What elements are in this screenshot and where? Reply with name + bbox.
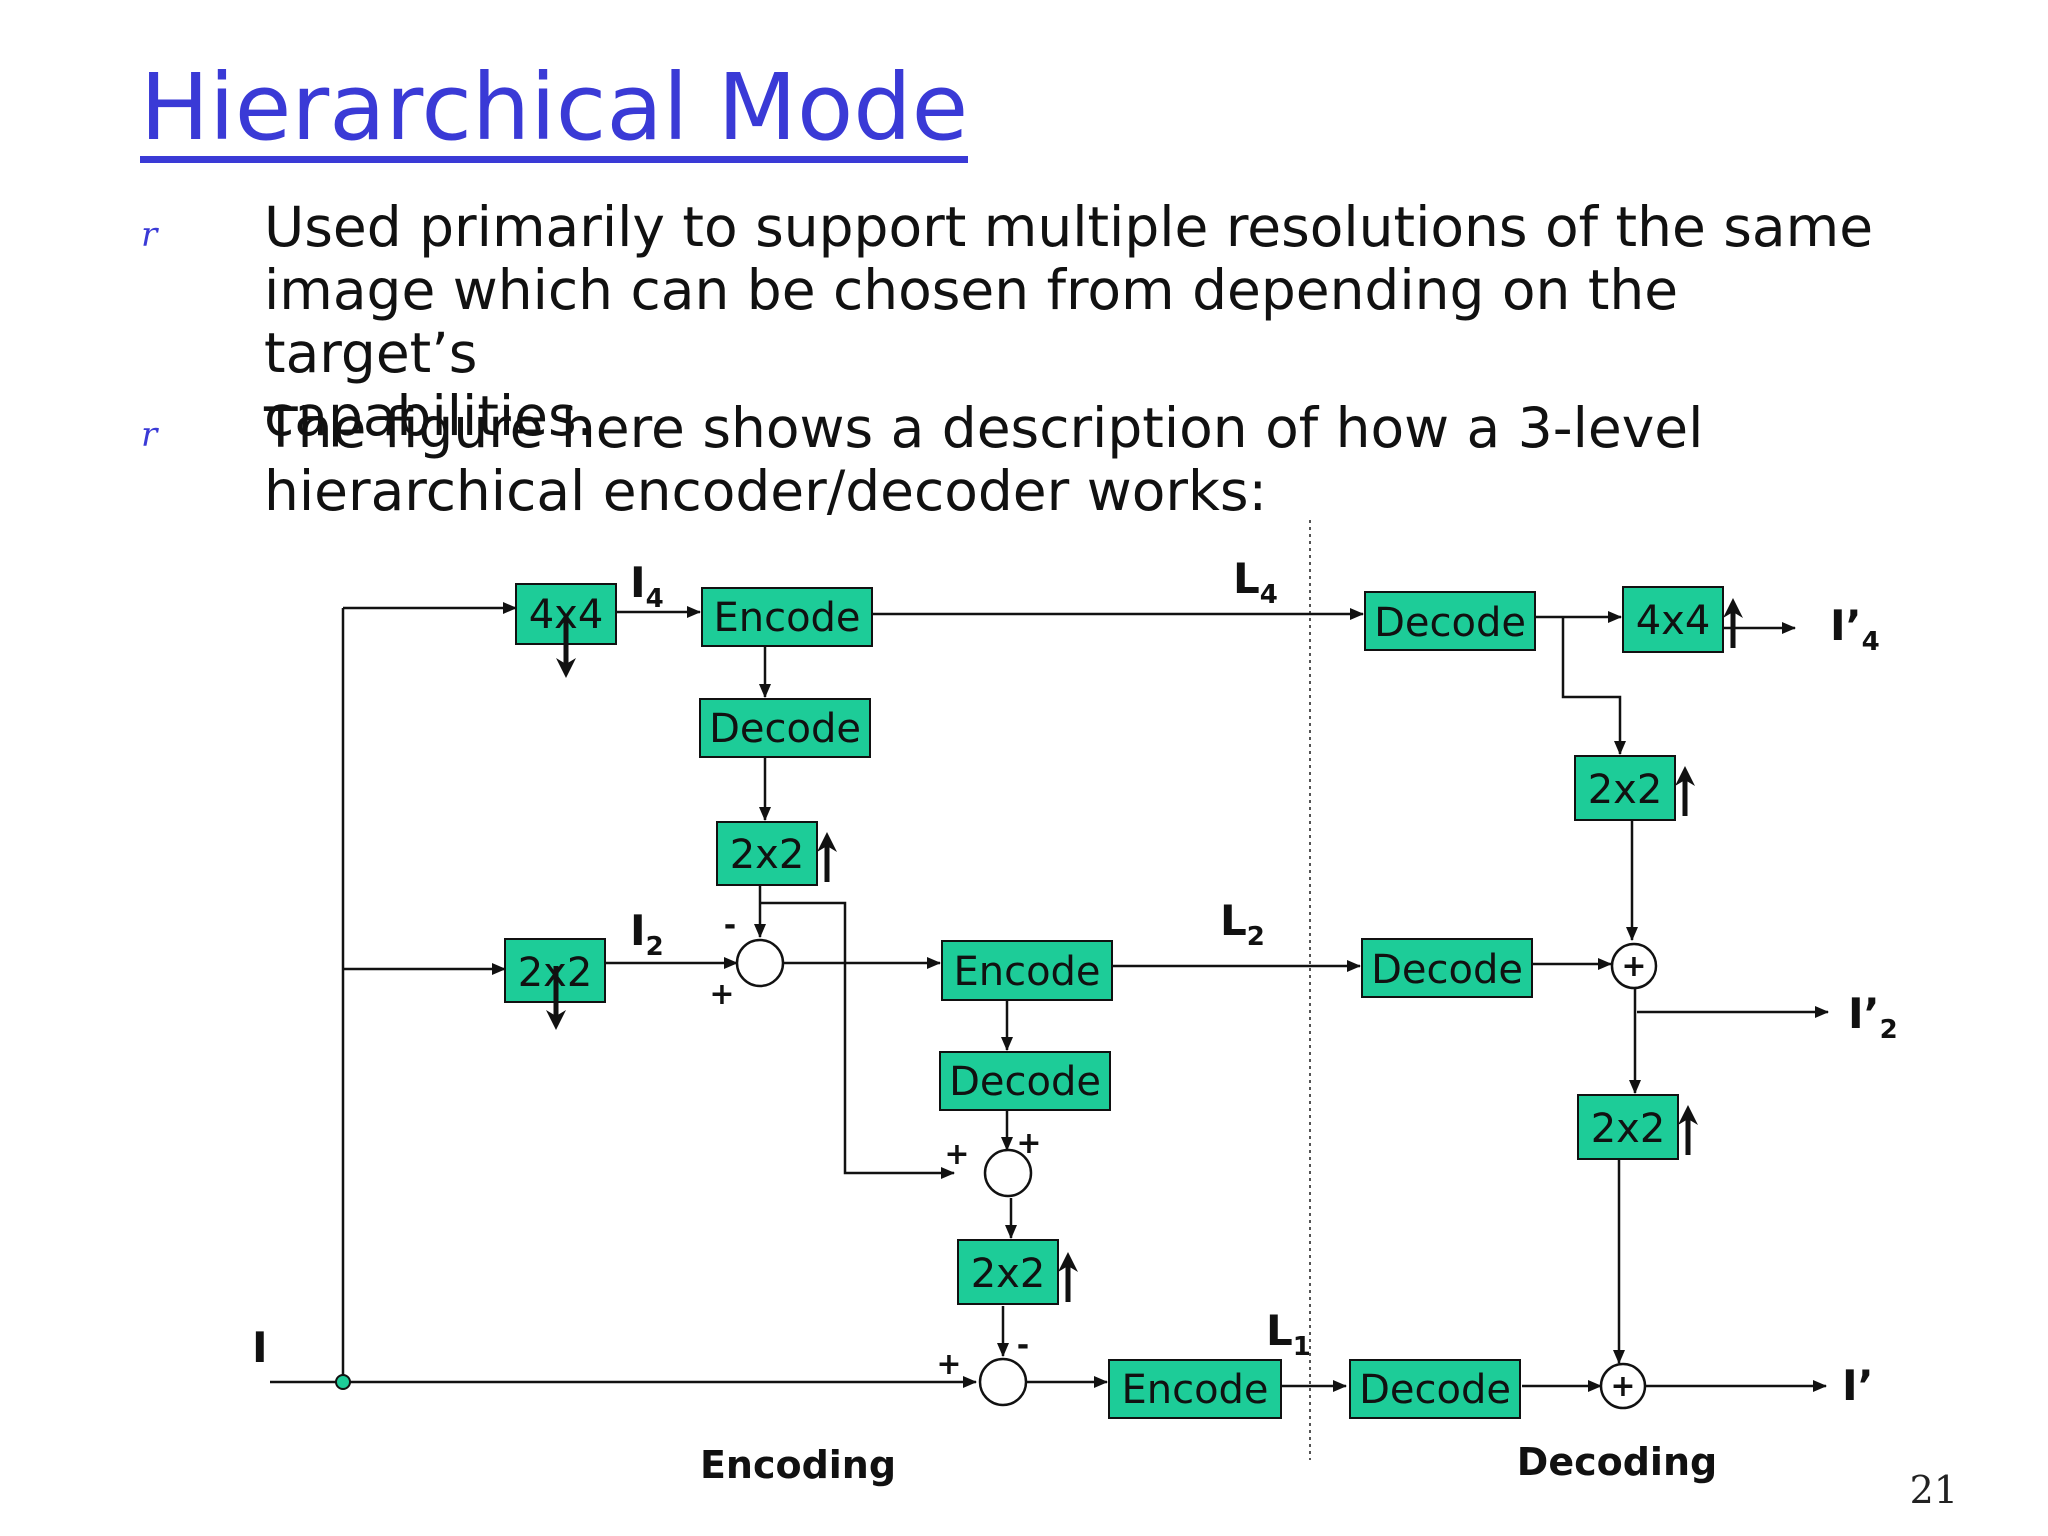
- block-label: Decode: [1374, 600, 1526, 646]
- block-label: 2x2: [1588, 767, 1663, 813]
- plus-sign: +: [709, 977, 734, 1012]
- plus-sign: +: [944, 1137, 969, 1172]
- block-upsample-2x2-enc-b: 2x2: [957, 1239, 1059, 1305]
- caption-encoding: Encoding: [700, 1443, 896, 1487]
- block-upsample-2x2-dec-b: 2x2: [1577, 1094, 1679, 1160]
- label-L1: L1: [1266, 1306, 1311, 1362]
- block-label: Encode: [953, 949, 1100, 995]
- block-label: 4x4: [1636, 598, 1711, 644]
- block-label: 2x2: [1591, 1106, 1666, 1152]
- bullet-2: The figure here shows a description of h…: [264, 397, 1904, 523]
- plus-sign: +: [936, 1347, 961, 1382]
- label-L4: L4: [1233, 554, 1278, 610]
- block-encode-level4: Encode: [701, 587, 873, 647]
- page-number: 21: [1909, 1468, 1958, 1512]
- block-label: Decode: [1359, 1367, 1511, 1413]
- block-decode-level4: Decode: [1364, 591, 1536, 651]
- block-upsample-4x4: 4x4: [1622, 586, 1724, 653]
- junction-dot: [335, 1374, 351, 1390]
- block-label: Decode: [949, 1059, 1101, 1105]
- label-output-1: I’: [1842, 1361, 1874, 1410]
- bullet-1: Used primarily to support multiple resol…: [264, 196, 1904, 448]
- block-decode-enc-level2: Decode: [939, 1051, 1111, 1111]
- label-I: I: [252, 1323, 268, 1372]
- bullet-marker-1: r: [141, 215, 158, 255]
- summing-junction-enc-level2: [735, 938, 785, 988]
- bullet-1-line-2: image which can be chosen from depending…: [264, 258, 1679, 385]
- label-I4: I4: [630, 558, 664, 614]
- bullet-2-line-2: hierarchical encoder/decoder works:: [264, 459, 1268, 523]
- block-label: Encode: [1121, 1367, 1268, 1413]
- block-encode-level1: Encode: [1108, 1359, 1282, 1419]
- label-output-2: I’2: [1848, 989, 1898, 1045]
- page-title: Hierarchical Mode: [140, 54, 969, 163]
- bullet-marker-2: r: [141, 415, 158, 455]
- bullet-2-line-1: The figure here shows a description of h…: [264, 396, 1704, 460]
- plus-sign: +: [1610, 1369, 1635, 1404]
- block-label: 2x2: [971, 1251, 1046, 1297]
- bullet-1-line-3: capabilities.: [264, 384, 595, 448]
- block-upsample-2x2-enc-a: 2x2: [716, 821, 818, 886]
- block-label: Decode: [709, 706, 861, 752]
- wire-up-to-sum2: [760, 901, 955, 1179]
- block-decode-enc-level4: Decode: [699, 698, 871, 758]
- plus-sign: +: [1621, 949, 1646, 984]
- summing-junction-dec-level2: [1610, 942, 1658, 990]
- block-label: 2x2: [730, 832, 805, 878]
- summing-junction-enc-reconstruct: [983, 1148, 1033, 1198]
- wire-dec4-up2: [1561, 617, 1626, 755]
- block-label: Decode: [1371, 947, 1523, 993]
- label-output-4: I’4: [1830, 601, 1880, 657]
- summing-junction-dec-level1: [1599, 1362, 1647, 1410]
- block-upsample-2x2-dec-a: 2x2: [1574, 755, 1676, 821]
- block-decode-level1: Decode: [1349, 1359, 1521, 1419]
- block-decode-level2: Decode: [1361, 938, 1533, 998]
- label-L2: L2: [1220, 896, 1265, 952]
- caption-decoding: Decoding: [1517, 1440, 1717, 1484]
- bullet-1-line-1: Used primarily to support multiple resol…: [264, 195, 1874, 259]
- label-I2: I2: [630, 906, 664, 962]
- block-encode-level2: Encode: [941, 940, 1113, 1001]
- minus-sign: -: [724, 908, 736, 943]
- plus-sign: +: [1016, 1126, 1041, 1161]
- summing-junction-enc-level1: [978, 1357, 1028, 1407]
- wires: [270, 602, 1829, 1392]
- minus-sign: -: [1017, 1328, 1029, 1363]
- block-label: Encode: [713, 595, 860, 641]
